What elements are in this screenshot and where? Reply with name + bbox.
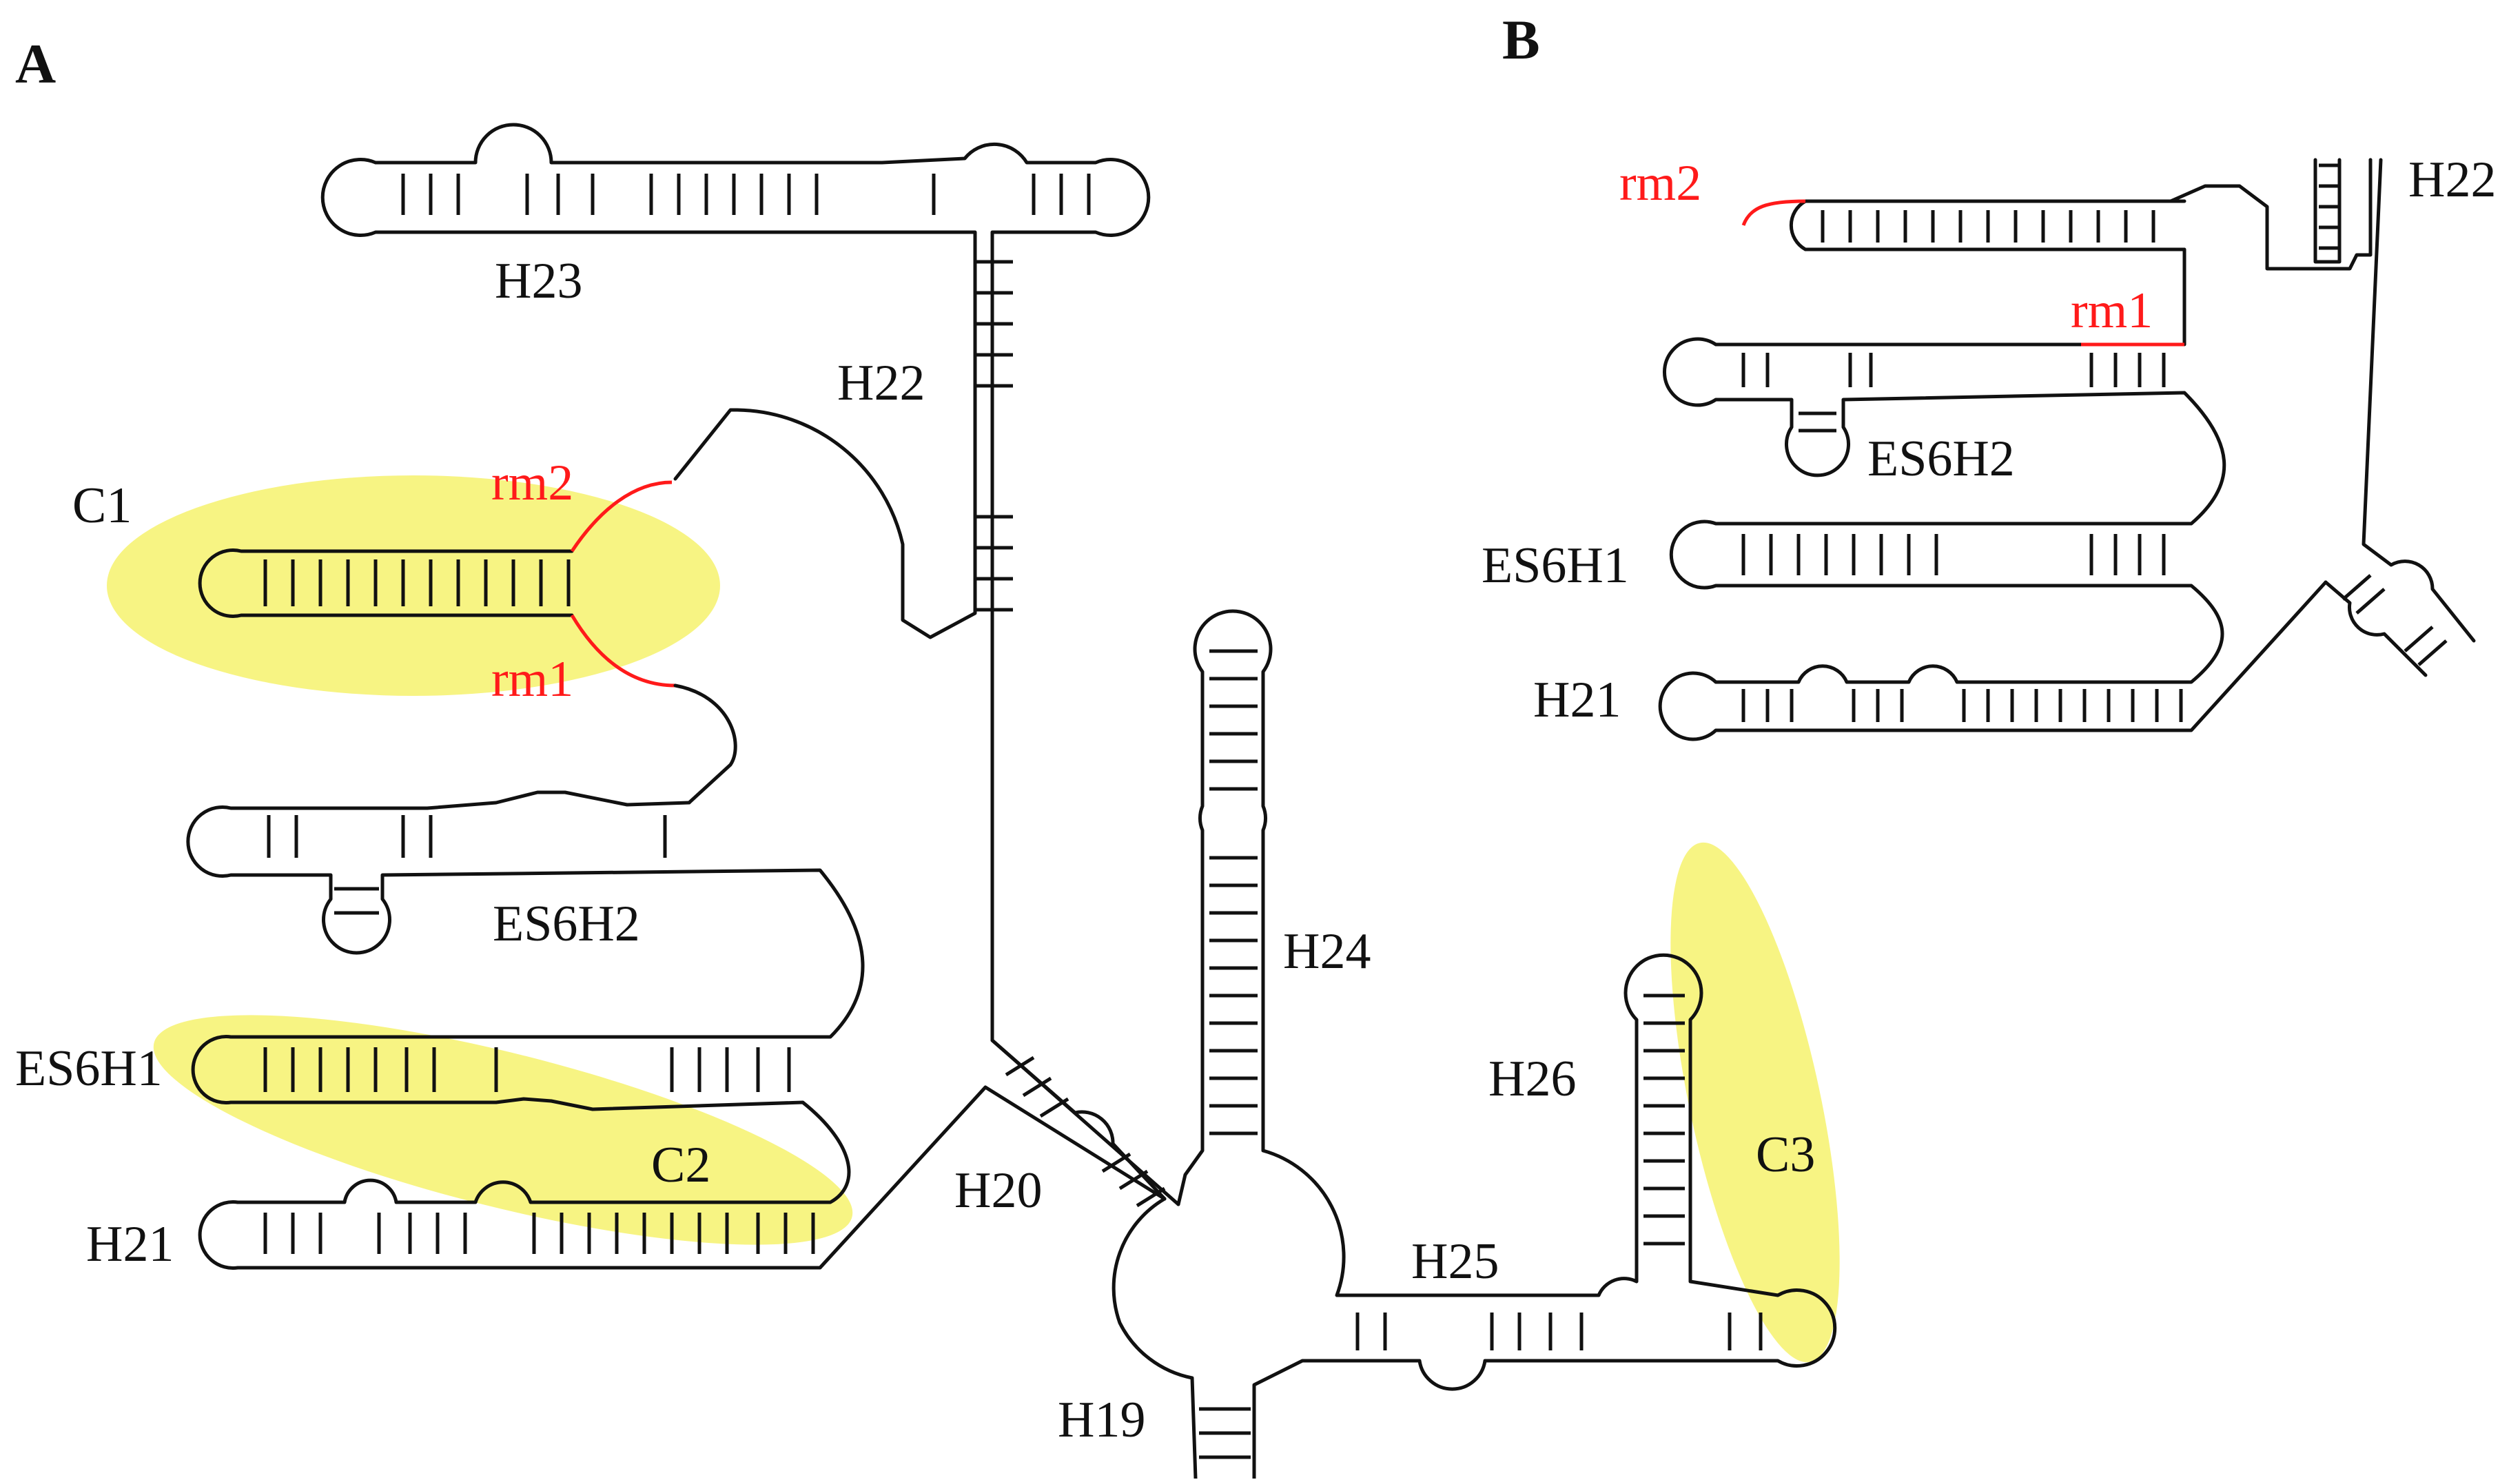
h21-base-pairs xyxy=(263,1213,815,1254)
panel-a: A C1 C2 C3 rm2 rm1 H23 H22 ES6H2 ES6H1 H… xyxy=(15,32,1840,1481)
es6h1-upper-strand xyxy=(191,1035,851,1204)
es6h2-base-pairs xyxy=(267,815,667,915)
c1-base-pairs xyxy=(263,559,571,606)
c2-label: C2 xyxy=(651,1137,710,1193)
c2-highlight xyxy=(153,1015,853,1245)
es6h2-label: ES6H2 xyxy=(493,896,640,952)
es6h2-upper-strand xyxy=(186,790,865,1039)
h23-upper-strand xyxy=(373,123,1151,619)
h23-base-pairs xyxy=(401,174,1091,215)
h21-label: H21 xyxy=(86,1216,174,1273)
c1-hairpin xyxy=(198,480,737,805)
h20-outer-strand xyxy=(990,1038,1167,1201)
b-rm1-label: rm1 xyxy=(2071,282,2153,339)
h22-base-pairs xyxy=(975,260,1013,612)
rm2-label: rm2 xyxy=(491,455,573,511)
h25-base-pairs xyxy=(1355,1313,1763,1350)
central-loop-left xyxy=(1112,1197,1198,1481)
h22-label: H22 xyxy=(837,355,925,411)
rm2-arc xyxy=(570,480,673,553)
c3-highlight xyxy=(1670,842,1840,1363)
panel-b-label: B xyxy=(1502,8,1540,71)
h19-label: H19 xyxy=(1058,1392,1145,1448)
es6h1-base-pairs xyxy=(263,1047,791,1092)
es6h2-helix xyxy=(186,790,1167,1270)
h25-label: H25 xyxy=(1411,1233,1499,1290)
rm1-arc xyxy=(570,614,676,688)
es6h1-label: ES6H1 xyxy=(15,1040,163,1097)
panel-a-label: A xyxy=(15,32,56,95)
c1-strands xyxy=(198,548,574,618)
c1-highlight xyxy=(107,475,720,696)
h19-base-pairs xyxy=(1199,1407,1251,1459)
c3-label: C3 xyxy=(1756,1126,1815,1183)
h24-label: H24 xyxy=(1283,923,1371,980)
b-h21-label: H21 xyxy=(1533,672,1621,728)
h20-label: H20 xyxy=(954,1162,1042,1219)
b-main-strand xyxy=(1658,158,2373,741)
h21-strand xyxy=(198,1085,1167,1270)
central-loop xyxy=(1176,609,1837,1481)
b-h22-label: H22 xyxy=(2408,152,2496,208)
h24-base-pairs xyxy=(1209,649,1258,1135)
b-rm2-label: rm2 xyxy=(1619,155,1701,212)
h23-lower-strand xyxy=(320,158,977,639)
h20-base-pairs xyxy=(1005,1056,1166,1208)
b-h22-strands xyxy=(2313,158,2342,264)
c1-to-es6h2-strand xyxy=(673,683,737,805)
b-es6h2-label: ES6H2 xyxy=(1867,431,2015,487)
h26-base-pairs xyxy=(1643,994,1685,1246)
b-es6h1-label: ES6H1 xyxy=(1482,537,1629,594)
c1-label: C1 xyxy=(72,477,132,534)
h20-central-loop xyxy=(990,609,1837,1481)
b-rm2-arc xyxy=(1741,199,1806,226)
panel-b: B rm2 rm1 H22 ES6H2 ES6H1 H21 xyxy=(1482,8,2496,741)
b-base-pairs xyxy=(1741,163,2448,722)
h26-label: H26 xyxy=(1488,1051,1576,1107)
b-h22-stem-down xyxy=(2324,158,2476,677)
h22-down-strand xyxy=(990,615,1180,1206)
h23-label: H23 xyxy=(495,253,582,309)
rm1-label: rm1 xyxy=(491,651,573,708)
